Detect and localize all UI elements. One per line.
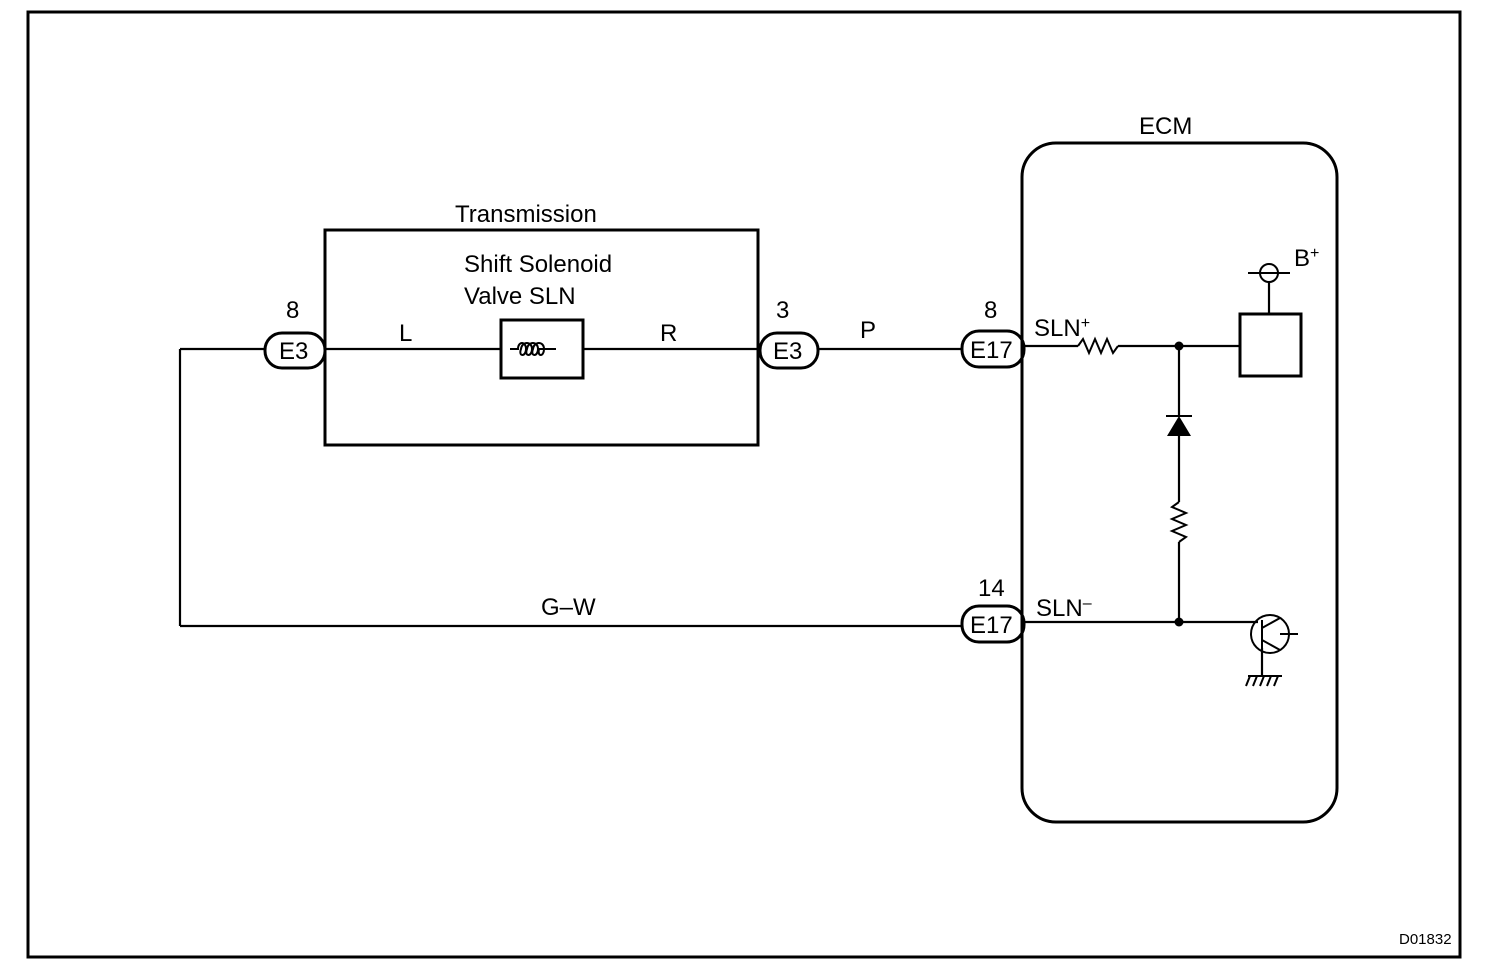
- junction-bottom-icon: [1174, 617, 1184, 627]
- transmission-box: [323, 228, 760, 447]
- wire-label-r: R: [660, 320, 677, 347]
- resistor-sln-plus-icon: [1077, 336, 1119, 356]
- wire-label-l: L: [399, 320, 412, 347]
- diagram-frame: [26, 10, 1462, 959]
- transmission-label: Transmission: [455, 201, 597, 228]
- wire-label-g-w: G–W: [541, 594, 596, 621]
- solenoid-coil-icon: [510, 342, 556, 356]
- terminal-sln-minus: SLN–: [1036, 595, 1092, 622]
- connector-e3-left-name: E3: [279, 338, 308, 365]
- solenoid-label-line2: Valve SLN: [464, 283, 576, 310]
- connector-e17-top-name: E17: [970, 337, 1013, 364]
- connector-e17-bottom-pin: 14: [978, 575, 1005, 602]
- terminal-sln-plus-text: SLN: [1034, 315, 1081, 342]
- supply-label-sup: +: [1310, 245, 1319, 262]
- diode-icon: [1167, 416, 1191, 436]
- connector-e3-left: [263, 331, 327, 370]
- supply-label-text: B: [1294, 245, 1310, 272]
- transistor-collector: [1261, 617, 1281, 629]
- terminal-sln-plus: SLN+: [1034, 315, 1090, 342]
- resistor-branch-icon: [1169, 501, 1189, 543]
- connector-e3-left-pin: 8: [286, 297, 299, 324]
- supply-label: B+: [1294, 245, 1319, 272]
- connector-e17-top: [960, 329, 1026, 369]
- ground-icon: [1245, 675, 1282, 687]
- connector-e17-bottom-name: E17: [970, 612, 1013, 639]
- driver-box: [1238, 312, 1303, 378]
- figure-code: D01832: [1399, 931, 1452, 948]
- ecm-box: [1020, 141, 1339, 824]
- solenoid-label-line1: Shift Solenoid: [464, 251, 612, 278]
- connector-e3-right-pin: 3: [776, 297, 789, 324]
- terminal-sln-plus-sup: +: [1081, 315, 1090, 332]
- transistor-emitter: [1261, 639, 1281, 651]
- wire-label-p: P: [860, 317, 876, 344]
- terminal-sln-minus-sup: –: [1083, 595, 1092, 612]
- connector-e17-bottom: [960, 604, 1026, 644]
- ecm-label: ECM: [1139, 113, 1192, 140]
- connector-e17-top-pin: 8: [984, 297, 997, 324]
- terminal-sln-minus-text: SLN: [1036, 595, 1083, 622]
- connector-e3-right-name: E3: [773, 338, 802, 365]
- connector-e3-right: [758, 331, 820, 370]
